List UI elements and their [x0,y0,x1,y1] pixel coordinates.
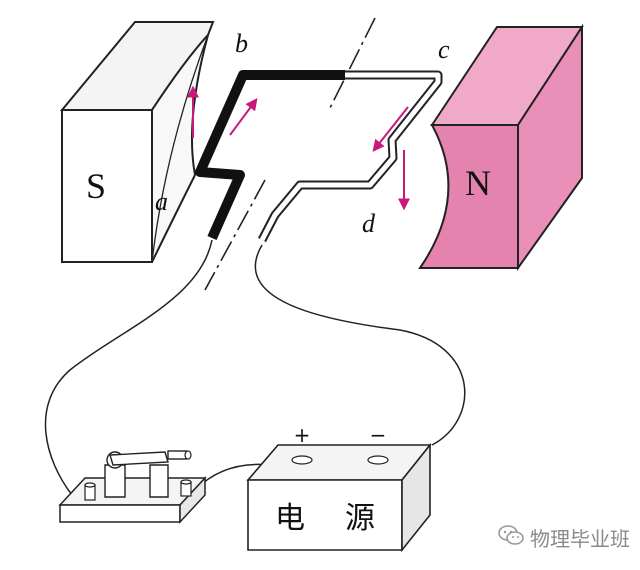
power-source: + − 电 源 [246,423,432,553]
coil [195,70,443,243]
s-magnet-label: S [86,166,106,206]
positive-terminal [291,455,313,465]
wechat-icon [498,524,524,551]
watermark-text: 物理毕业班 [530,527,630,551]
s-magnet: S [59,21,215,263]
force-arrows [187,85,410,211]
rotation-axis [204,17,376,291]
positive-sign: + [294,423,311,447]
power-label-1: 电 [275,501,305,536]
knife-switch[interactable] [58,450,207,524]
label-b: b [235,29,248,58]
n-magnet: N [418,23,584,272]
label-c: c [438,35,450,64]
n-magnet-label: N [465,163,491,203]
negative-sign: − [370,423,387,447]
negative-terminal [367,455,389,465]
label-a: a [155,187,168,216]
power-label-2: 源 [345,501,375,536]
watermark: 物理毕业班 [498,523,630,552]
current-arrow-ab [229,98,258,136]
current-arrow-cd [372,106,409,152]
label-d: d [362,209,376,238]
